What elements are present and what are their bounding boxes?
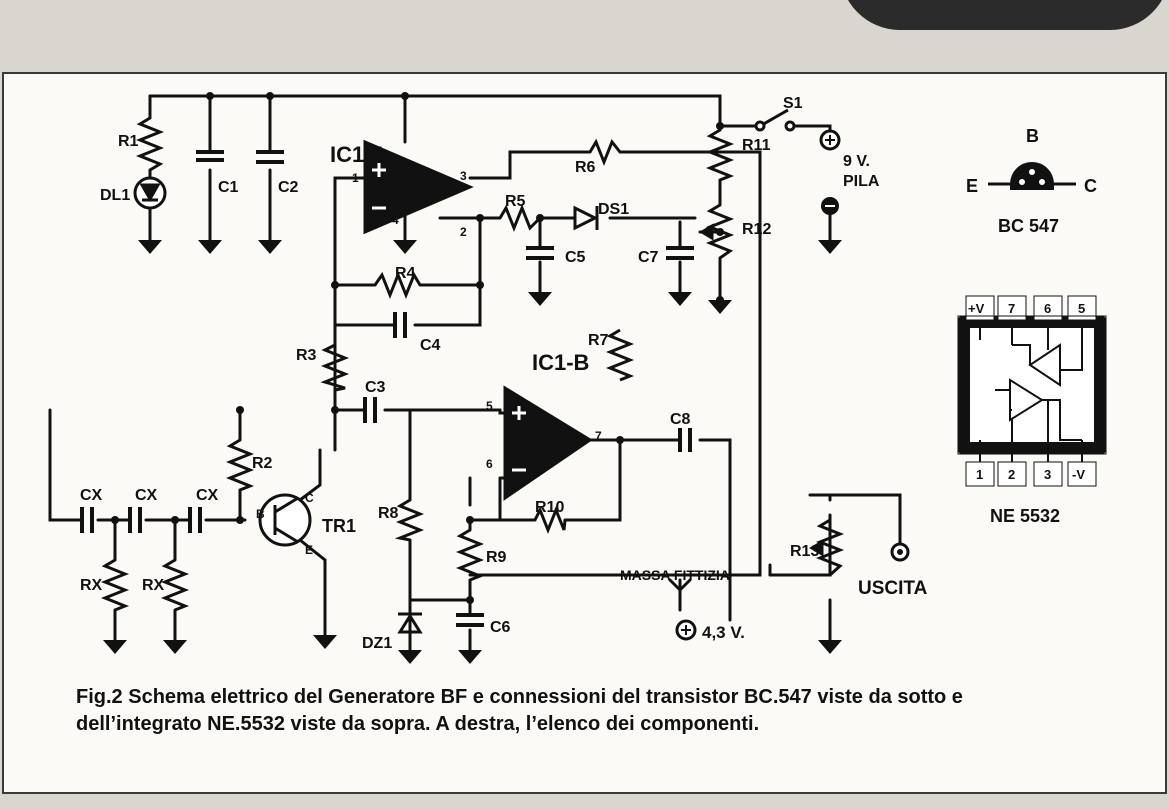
bc547-label-b: B [1026, 126, 1039, 146]
label-r13: R13 [790, 543, 819, 560]
label-r9: R9 [486, 549, 507, 566]
bc547-pinout: B E C BC 547 [966, 126, 1097, 236]
ne5532-pin-bottom-2: 2 [1008, 467, 1015, 482]
label-massa: MASSA FITTIZIA [620, 567, 730, 583]
label-dz1: DZ1 [362, 635, 392, 652]
label-r10: R10 [535, 499, 564, 516]
label-cx-1: CX [80, 487, 103, 504]
label-pin2: 2 [460, 225, 467, 239]
bc547-name: BC 547 [998, 216, 1059, 236]
capacitors [80, 150, 694, 627]
label-tr1-c: C [305, 491, 314, 505]
junctions [111, 92, 724, 604]
ic1b-triangle [503, 385, 593, 501]
label-tr1-e: E [305, 543, 313, 557]
label-c8: C8 [670, 411, 691, 428]
label-pin5: 5 [486, 399, 493, 413]
label-pin3: 3 [460, 169, 467, 183]
label-c1: C1 [218, 179, 239, 196]
battery-terminals [675, 129, 910, 641]
label-r5: R5 [505, 193, 526, 210]
ne5532-pin-top-2: 7 [1008, 301, 1015, 316]
label-c5: C5 [565, 249, 586, 266]
label-c3: C3 [365, 379, 386, 396]
ne5532-pin-top-4: 5 [1078, 301, 1085, 316]
ne5532-pin-bottom-3: 3 [1044, 467, 1051, 482]
label-r11: R11 [742, 137, 771, 154]
photo-edge-shadow [840, 0, 1169, 30]
ne5532-pin-bottom-4: -V [1072, 467, 1085, 482]
label-cx-2: CX [135, 487, 158, 504]
label-pila: PILA [843, 173, 880, 190]
label-r12: R12 [742, 221, 771, 238]
label-tr1-b: B [256, 507, 265, 521]
label-r3: R3 [296, 347, 317, 364]
bc547-label-e: E [966, 176, 978, 196]
label-rx-2: RX [142, 577, 165, 594]
ne5532-pin-top-3: 6 [1044, 301, 1051, 316]
label-tr1: TR1 [322, 516, 356, 536]
label-pin1: 1 [352, 171, 359, 185]
label-ic1b: IC1-B [532, 350, 589, 375]
tr1-symbol [258, 493, 312, 547]
label-r4: R4 [395, 265, 416, 282]
label-pin7: 7 [595, 429, 602, 443]
label-c4: C4 [420, 337, 441, 354]
pots-switch [699, 108, 824, 557]
label-c7: C7 [638, 249, 659, 266]
diodes [133, 176, 599, 634]
label-ds1: DS1 [598, 201, 629, 218]
bc547-label-c: C [1084, 176, 1097, 196]
component-labels: R1 DL1 C1 C2 IC1-A 8 1 4 3 2 R6 R5 DS1 C… [80, 95, 928, 652]
op-amp-signs [372, 163, 526, 472]
label-dl1: DL1 [100, 187, 130, 204]
label-uscita: USCITA [858, 578, 928, 599]
ne5532-pin-top-1: +V [968, 301, 985, 316]
op-amps [363, 139, 593, 501]
label-pin8: 8 [392, 181, 399, 195]
ne5532-name: NE 5532 [990, 506, 1060, 526]
label-r6: R6 [575, 159, 596, 176]
label-pin4: 4 [392, 213, 399, 227]
ne5532-pin-bottom-1: 1 [976, 467, 983, 482]
label-pin6: 6 [486, 457, 493, 471]
label-pila-v: 9 V. [843, 153, 870, 170]
ne5532-pinout: +V 7 6 5 1 2 3 -V NE 5532 [957, 295, 1107, 526]
ground-symbols [103, 240, 842, 664]
label-c6: C6 [490, 619, 511, 636]
ic1a-triangle [363, 139, 474, 235]
label-c2: C2 [278, 179, 299, 196]
label-r7: R7 [588, 332, 609, 349]
figure-caption: Fig.2 Schema elettrico del Generatore BF… [76, 686, 963, 735]
label-cx-3: CX [196, 487, 219, 504]
label-s1: S1 [783, 95, 803, 112]
label-rx-1: RX [80, 577, 103, 594]
resistors [100, 116, 845, 612]
label-r8: R8 [378, 505, 399, 522]
label-r2: R2 [252, 455, 273, 472]
label-r1: R1 [118, 133, 139, 150]
label-ic1a: IC1-A [330, 142, 388, 167]
wires [48, 94, 902, 652]
label-v43: 4,3 V. [702, 623, 745, 642]
